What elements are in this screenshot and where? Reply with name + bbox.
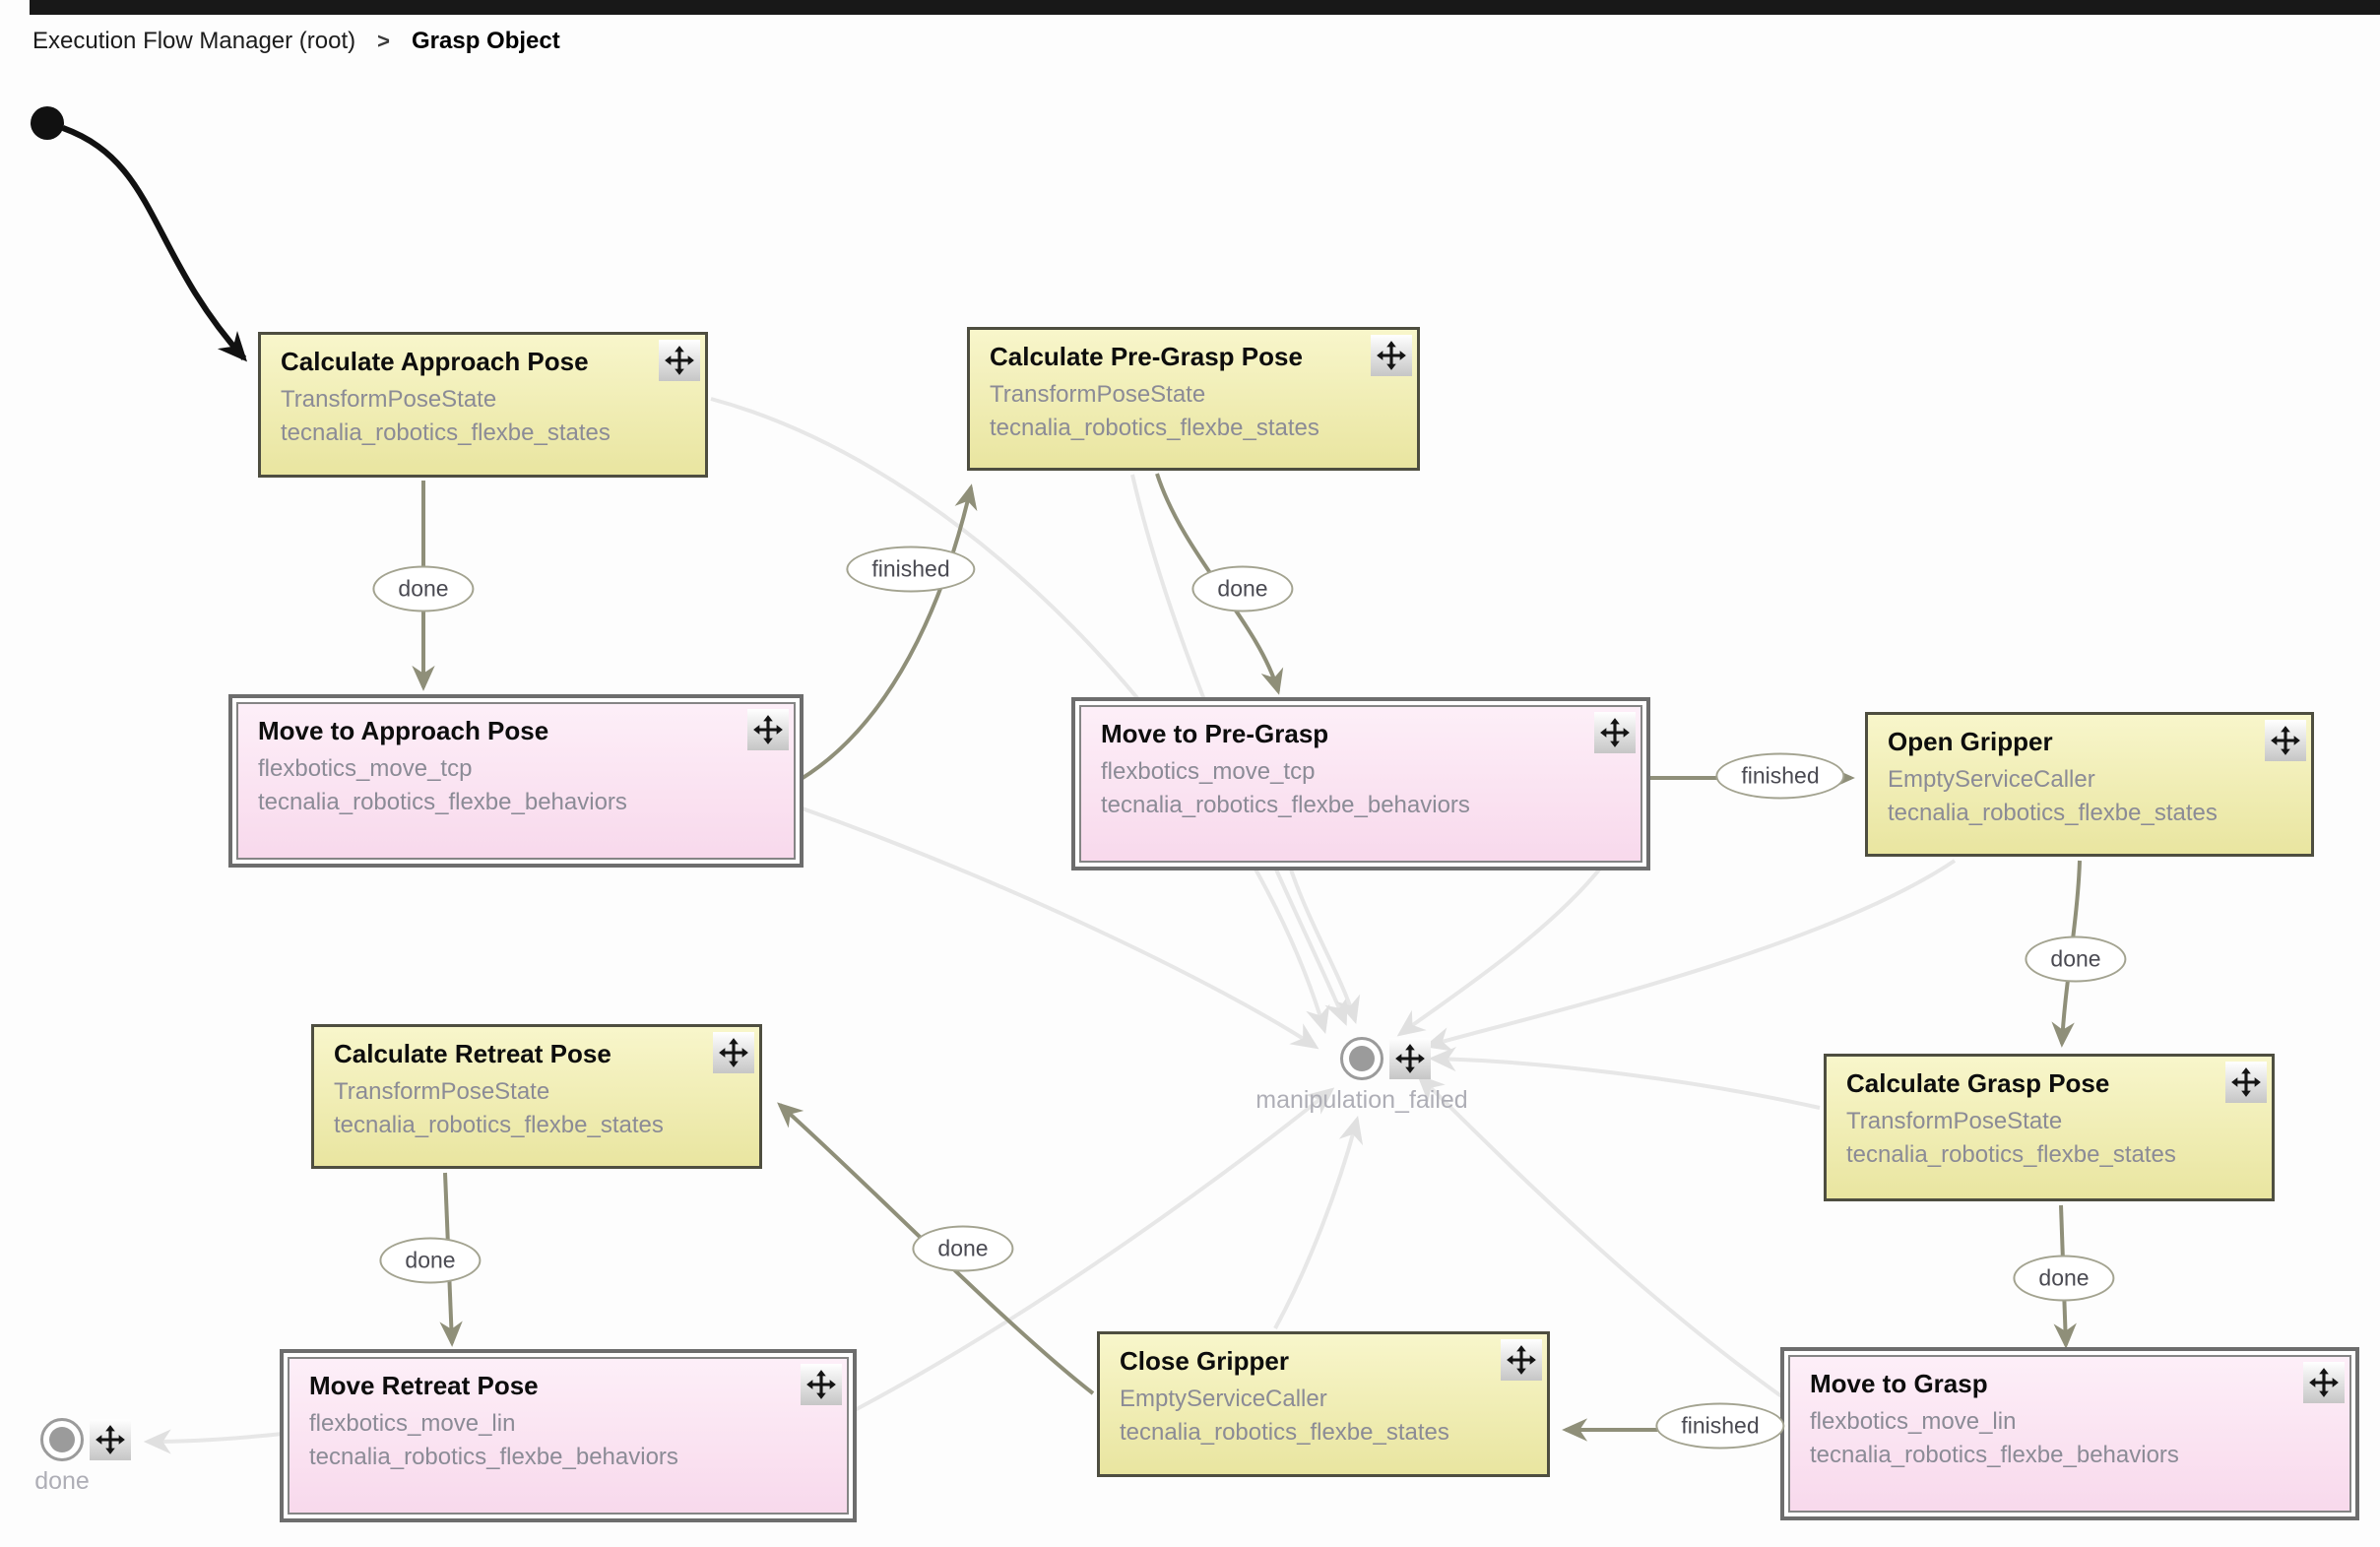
move-icon-glyph bbox=[2309, 1368, 2339, 1397]
failure-edge bbox=[1288, 866, 1361, 1025]
state-title: Move to Pre-Grasp bbox=[1101, 719, 1329, 748]
state-class: TransformPoseState bbox=[1846, 1108, 2063, 1134]
move-icon[interactable] bbox=[747, 709, 789, 750]
state-node-move-to-approach-pose[interactable]: Move to Approach Pose flexbotics_move_tcp… bbox=[236, 702, 796, 860]
move-icon[interactable] bbox=[659, 340, 700, 381]
move-icon[interactable] bbox=[1389, 1038, 1431, 1079]
outcome-label-finished-close-gripper[interactable]: finished bbox=[1655, 1402, 1785, 1450]
state-title: Calculate Approach Pose bbox=[281, 347, 589, 376]
move-icon[interactable] bbox=[801, 1364, 842, 1405]
failure-edge bbox=[710, 397, 1330, 1035]
state-package: tecnalia_robotics_flexbe_behaviors bbox=[309, 1444, 678, 1470]
start-marker[interactable] bbox=[31, 106, 64, 140]
outcome-label-finished-pregrasp-calc[interactable]: finished bbox=[846, 546, 976, 593]
state-package: tecnalia_robotics_flexbe_states bbox=[1120, 1419, 1449, 1446]
state-class: TransformPoseState bbox=[281, 386, 497, 413]
move-icon-glyph bbox=[96, 1425, 125, 1454]
move-icon[interactable] bbox=[1594, 712, 1636, 753]
state-title: Close Gripper bbox=[1120, 1346, 1289, 1376]
state-package: tecnalia_robotics_flexbe_states bbox=[1888, 800, 2218, 826]
move-icon-glyph bbox=[2271, 726, 2300, 755]
move-icon-glyph bbox=[1395, 1044, 1425, 1073]
outcome-label-done-approach[interactable]: done bbox=[372, 565, 475, 612]
state-class: flexbotics_move_tcp bbox=[258, 755, 473, 782]
move-icon-glyph bbox=[1377, 341, 1406, 370]
outcome-label-done-calc-grasp[interactable]: done bbox=[2013, 1255, 2115, 1302]
state-package: tecnalia_robotics_flexbe_behaviors bbox=[1810, 1442, 2179, 1468]
move-icon[interactable] bbox=[90, 1419, 131, 1460]
move-icon-glyph bbox=[806, 1370, 836, 1399]
outcome-circle[interactable] bbox=[1340, 1037, 1383, 1080]
state-package: tecnalia_robotics_flexbe_states bbox=[990, 415, 1319, 441]
outcome-name: manipulation_failed bbox=[1255, 1086, 1468, 1114]
breadcrumb: Execution Flow Manager (root) > Grasp Ob… bbox=[32, 28, 560, 55]
state-title: Move to Approach Pose bbox=[258, 716, 549, 745]
state-title: Calculate Pre-Grasp Pose bbox=[990, 342, 1303, 371]
top-toolbar-strip bbox=[30, 0, 2380, 15]
outcome-circle[interactable] bbox=[40, 1418, 84, 1461]
state-package: tecnalia_robotics_flexbe_behaviors bbox=[1101, 792, 1470, 818]
move-icon-glyph bbox=[2231, 1067, 2261, 1097]
state-package: tecnalia_robotics_flexbe_states bbox=[281, 419, 611, 446]
move-icon[interactable] bbox=[1371, 335, 1412, 376]
outcome-label-done-close-gripper[interactable]: done bbox=[912, 1225, 1014, 1272]
failure-edge bbox=[1273, 1115, 1364, 1329]
outcome-name: done bbox=[34, 1467, 90, 1495]
move-icon-glyph bbox=[719, 1038, 748, 1067]
state-package: tecnalia_robotics_flexbe_behaviors bbox=[258, 789, 627, 815]
state-class: TransformPoseState bbox=[990, 381, 1206, 408]
move-icon[interactable] bbox=[713, 1032, 754, 1073]
state-title: Open Gripper bbox=[1888, 727, 2053, 756]
state-class: EmptyServiceCaller bbox=[1120, 1386, 1327, 1412]
state-title: Calculate Retreat Pose bbox=[334, 1039, 611, 1068]
state-class: flexbotics_move_lin bbox=[309, 1410, 516, 1437]
failure-edge bbox=[1396, 867, 1602, 1037]
outcome-label-done-retreat[interactable]: done bbox=[379, 1237, 482, 1284]
state-node-move-to-grasp[interactable]: Move to Grasp flexbotics_move_lin tecnalia… bbox=[1788, 1355, 2351, 1513]
outcome-dot bbox=[49, 1427, 75, 1452]
breadcrumb-root-link[interactable]: Execution Flow Manager (root) bbox=[32, 28, 356, 54]
move-icon-glyph bbox=[665, 346, 694, 375]
breadcrumb-separator: > bbox=[377, 29, 390, 53]
outcome-dot bbox=[1349, 1046, 1375, 1071]
start-edge bbox=[61, 125, 248, 362]
move-icon-glyph bbox=[753, 715, 783, 744]
move-icon[interactable] bbox=[2303, 1362, 2345, 1403]
state-class: EmptyServiceCaller bbox=[1888, 766, 2095, 793]
move-icon-glyph bbox=[1600, 718, 1630, 747]
move-icon[interactable] bbox=[2265, 720, 2306, 761]
outcome-label-done-pregrasp[interactable]: done bbox=[1191, 565, 1294, 612]
state-title: Move Retreat Pose bbox=[309, 1371, 539, 1400]
state-class: flexbotics_move_tcp bbox=[1101, 758, 1316, 785]
state-package: tecnalia_robotics_flexbe_states bbox=[1846, 1141, 2176, 1168]
move-icon-glyph bbox=[1507, 1345, 1536, 1375]
state-package: tecnalia_robotics_flexbe_states bbox=[334, 1112, 664, 1138]
state-class: flexbotics_move_lin bbox=[1810, 1408, 2017, 1435]
breadcrumb-current: Grasp Object bbox=[412, 28, 560, 54]
state-class: TransformPoseState bbox=[334, 1078, 550, 1105]
state-title: Move to Grasp bbox=[1810, 1369, 1988, 1398]
failure-edge bbox=[1423, 859, 1957, 1052]
done-edge-faded bbox=[143, 1429, 284, 1454]
failure-edge bbox=[1416, 1074, 1786, 1400]
failure-edge bbox=[854, 1087, 1335, 1412]
outcome-label-done-open-gripper[interactable]: done bbox=[2025, 935, 2127, 983]
move-icon[interactable] bbox=[2225, 1062, 2267, 1103]
move-icon[interactable] bbox=[1501, 1339, 1542, 1381]
state-title: Calculate Grasp Pose bbox=[1846, 1068, 2110, 1098]
failure-edge bbox=[799, 806, 1319, 1050]
failure-edge-group bbox=[143, 397, 1957, 1454]
transition-edge bbox=[798, 483, 978, 782]
transition-edge-group bbox=[412, 473, 2082, 1442]
outcome-label-finished-open-gripper[interactable]: finished bbox=[1715, 752, 1845, 800]
failure-edge bbox=[1428, 1046, 1821, 1110]
